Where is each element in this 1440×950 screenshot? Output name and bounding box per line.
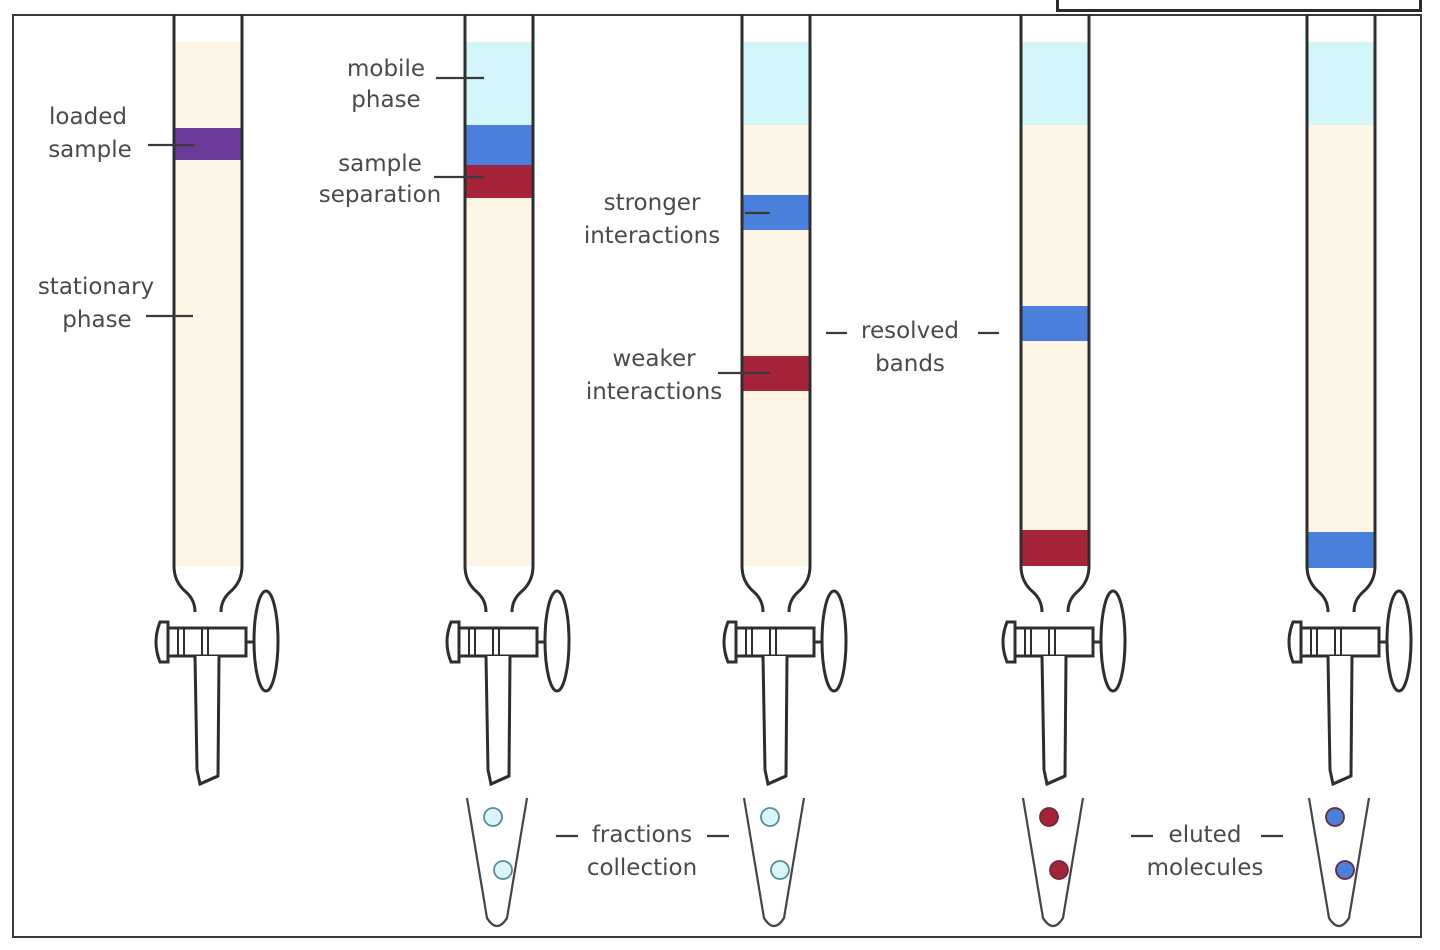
outlet-tip-bevel (1046, 774, 1066, 786)
glass-tube-outline (1019, 14, 1091, 613)
outlet-tip-bevel (199, 774, 219, 786)
band-red_band (465, 165, 533, 198)
column-resolved (1001, 14, 1127, 928)
outlet-tip-bevel (1332, 774, 1352, 786)
label-eluted: eluted (1169, 822, 1242, 848)
stopcock-handle (820, 589, 848, 693)
outlet-tip (484, 655, 512, 787)
drop (1325, 807, 1345, 827)
mobile-phase-fill (465, 42, 533, 125)
outlet-tip (761, 655, 789, 787)
label-mobile: mobile (347, 56, 425, 82)
band-blue_band (465, 125, 533, 165)
label-phase-mobile: phase (351, 87, 420, 113)
outlet-tip (1040, 655, 1068, 787)
label-lines (146, 76, 1283, 838)
drop (493, 860, 513, 880)
mobile-phase-fill (1307, 42, 1375, 125)
label-phase-stationary: phase (62, 307, 131, 333)
column-loaded (154, 14, 280, 787)
drop (1039, 807, 1059, 827)
drop (483, 807, 503, 827)
stopcock-handle (1385, 589, 1413, 693)
top-right-box (1056, 0, 1422, 12)
label-interactions-stronger: interactions (584, 223, 720, 249)
band-red_band (1021, 530, 1089, 566)
collection-tube (1021, 797, 1085, 928)
glass-tube-outline (463, 14, 535, 613)
column-eluted (1287, 14, 1413, 928)
drop (770, 860, 790, 880)
mobile-phase-fill (1021, 42, 1089, 125)
drop (1049, 860, 1069, 880)
label-sample: sample (48, 137, 132, 163)
stopcock-nut (445, 620, 461, 664)
glass-tube-outline (172, 14, 244, 613)
glass-tube-outline (1305, 14, 1377, 613)
outlet-tip (193, 655, 221, 787)
outlet-tip-bevel (767, 774, 787, 786)
stationary-phase-fill (174, 42, 242, 566)
label-bands: bands (875, 351, 945, 377)
label-interactions-weaker: interactions (586, 379, 722, 405)
glass-tube-outline (740, 14, 812, 613)
band-blue_band (1307, 532, 1375, 568)
drop (760, 807, 780, 827)
stopcock-handle (252, 589, 280, 693)
mobile-phase-fill (742, 42, 810, 125)
label-resolved: resolved (861, 318, 959, 344)
label-stationary: stationary (38, 274, 154, 300)
label-fractions: fractions (592, 822, 692, 848)
stationary-phase-fill (1021, 42, 1089, 566)
stopcock-nut (722, 620, 738, 664)
label-loaded: loaded (49, 104, 127, 130)
columns-layer (154, 14, 1413, 928)
label-sample-sep: sample (338, 151, 422, 177)
label-collection: collection (587, 855, 697, 881)
stopcock-nut (1001, 620, 1017, 664)
band-blue_band (1021, 306, 1089, 341)
label-molecules: molecules (1147, 855, 1264, 881)
outlet-tip-bevel (490, 774, 510, 786)
label-weaker: weaker (612, 346, 696, 372)
stopcock-nut (154, 620, 170, 664)
label-stronger: stronger (604, 190, 701, 216)
column-separation (445, 14, 571, 928)
stopcock-nut (1287, 620, 1303, 664)
outlet-tip (1326, 655, 1354, 787)
collection-tube (465, 797, 529, 928)
stopcock-handle (543, 589, 571, 693)
collection-tube (742, 797, 806, 928)
labels: loaded sample stationary phase mobile ph… (38, 56, 1264, 881)
diagram-frame (12, 14, 1422, 938)
drop (1335, 860, 1355, 880)
stopcock-handle (1099, 589, 1127, 693)
collection-tube (1307, 797, 1371, 928)
column-interactions (722, 14, 848, 928)
stationary-phase-fill (742, 42, 810, 566)
stationary-phase-fill (1307, 42, 1375, 566)
label-separation: separation (319, 182, 441, 208)
